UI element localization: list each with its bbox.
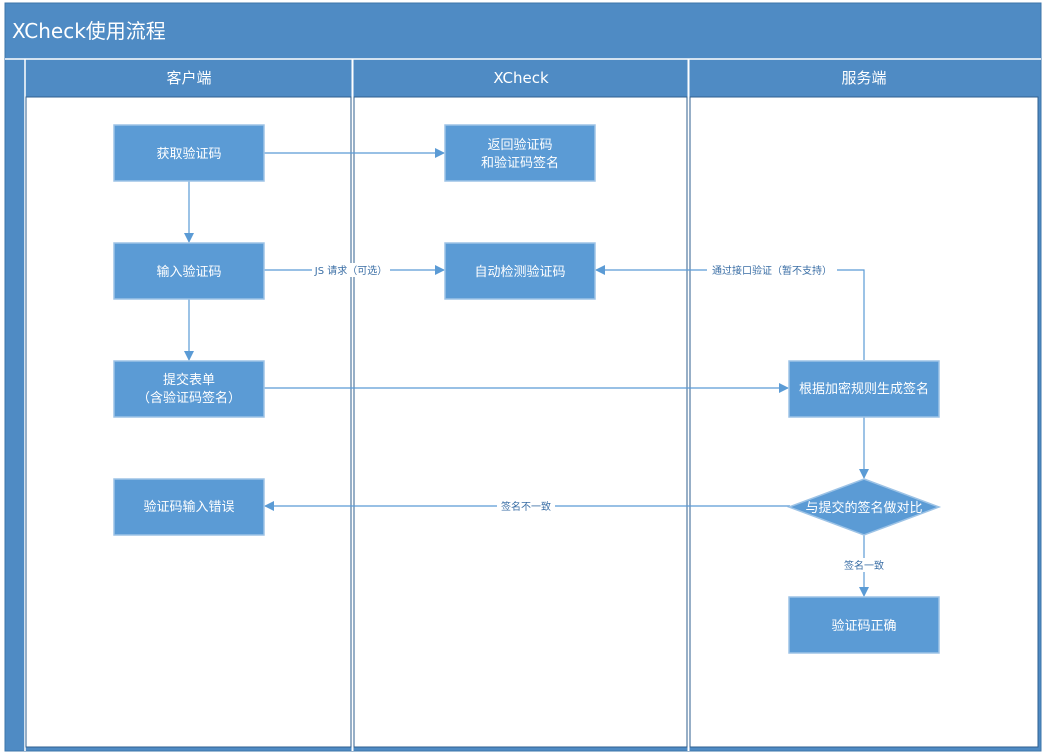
node-return-code: 返回验证码 和验证码签名	[444, 124, 596, 182]
node-input-error: 验证码输入错误	[113, 478, 265, 536]
node-auto-check-label: 自动检测验证码	[474, 264, 565, 280]
node-gen-sign-label: 根据加密规则生成签名	[799, 381, 929, 397]
node-return-code-label-1: 返回验证码	[487, 137, 552, 153]
node-compare-label: 与提交的签名做对比	[805, 500, 922, 516]
node-get-code-label: 获取验证码	[156, 146, 221, 162]
lane-label-server: 服务端	[841, 69, 886, 87]
lane-xcheck-body	[353, 96, 688, 748]
node-input-error-label: 验证码输入错误	[143, 499, 234, 515]
node-return-code-label-2: 和验证码签名	[481, 155, 559, 171]
node-get-code: 获取验证码	[113, 124, 265, 182]
node-submit-form: 提交表单 （含验证码签名）	[113, 360, 265, 418]
lane-label-client: 客户端	[166, 69, 211, 87]
edge-label-bg-match	[838, 558, 890, 572]
edge-label-js-request: JS 请求（可选）	[314, 264, 387, 277]
node-compare-decision: 与提交的签名做对比	[786, 478, 942, 536]
lane-label-xcheck: XCheck	[493, 69, 549, 87]
node-code-ok: 验证码正确	[788, 596, 940, 654]
node-input-code-label: 输入验证码	[156, 264, 221, 280]
edge-label-api-verify: 通过接口验证（暂不支持）	[712, 264, 832, 277]
diagram-title: XCheck使用流程	[12, 19, 166, 43]
edge-label-sign-match: 签名一致	[844, 559, 884, 572]
edge-label-bg-js	[312, 263, 390, 277]
node-code-ok-label: 验证码正确	[831, 618, 896, 634]
node-submit-form-label-2: （含验证码签名）	[137, 390, 241, 406]
edge-label-bg-api	[707, 263, 837, 277]
node-submit-form-label-1: 提交表单	[163, 372, 215, 388]
node-input-code: 输入验证码	[113, 242, 265, 300]
edge-label-bg-mismatch	[497, 499, 555, 513]
node-auto-check: 自动检测验证码	[444, 242, 596, 300]
node-gen-sign: 根据加密规则生成签名	[788, 360, 940, 418]
edge-label-sign-mismatch: 签名不一致	[501, 500, 551, 513]
edge-gensign-to-autocheck	[595, 265, 865, 360]
